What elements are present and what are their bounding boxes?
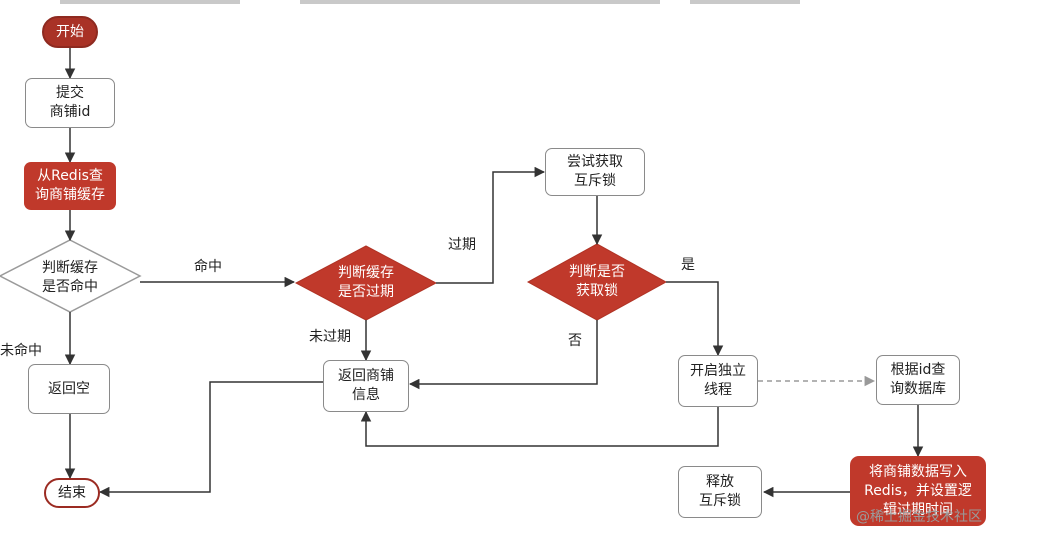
edge-lockcheck-no-returninfo — [408, 320, 598, 390]
start-node: 开始 — [42, 16, 98, 48]
edge-label-no: 否 — [568, 333, 582, 349]
cropped-top-strip — [60, 0, 800, 4]
edge-label-yes: 是 — [681, 257, 695, 273]
edge-label-expired: 过期 — [448, 237, 476, 253]
new-thread-node: 开启独立 线程 — [678, 355, 758, 407]
hit-check-label: 判断缓存 是否命中 — [42, 260, 98, 295]
watermark-text: @稀土掘金技术社区 — [856, 509, 982, 525]
edge-label-hit: 命中 — [194, 259, 222, 275]
try-lock-node: 尝试获取 互斥锁 — [545, 148, 645, 196]
edge-label-not-expired: 未过期 — [309, 329, 351, 345]
edge-expiredcheck-trylock — [436, 166, 546, 284]
return-empty-node: 返回空 — [28, 364, 110, 414]
write-redis-node: 将商铺数据写入 Redis，并设置逻 辑过期时间 — [850, 456, 986, 526]
submit-shop-id-node: 提交 商铺id — [25, 78, 115, 128]
query-redis-node: 从Redis查 询商铺缓存 — [24, 162, 116, 210]
edge-newthread-returninfo — [360, 407, 719, 447]
connectors — [64, 48, 924, 498]
lock-check-label: 判断是否 获取锁 — [569, 264, 625, 299]
release-lock-node: 释放 互斥锁 — [678, 466, 762, 518]
end-node: 结束 — [44, 478, 100, 508]
edge-lockcheck-yes-newthread — [666, 281, 724, 357]
edge-label-miss: 未命中 — [0, 343, 42, 359]
return-shop-info-node: 返回商铺 信息 — [323, 360, 409, 412]
edge-returninfo-end — [98, 381, 323, 498]
expired-check-label: 判断缓存 是否过期 — [338, 265, 394, 300]
query-db-node: 根据id查 询数据库 — [876, 355, 960, 405]
